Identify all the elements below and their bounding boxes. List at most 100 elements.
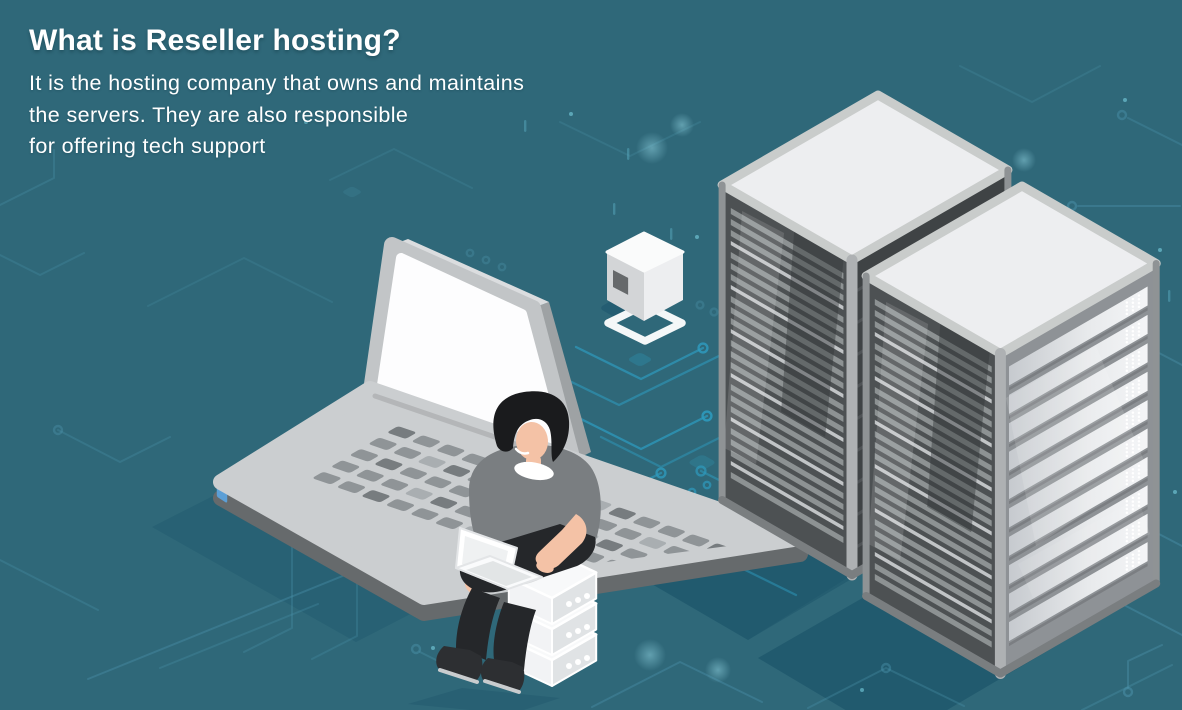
glass-sheen [868, 302, 929, 560]
lower-leg [493, 602, 536, 670]
glow-dot [670, 113, 694, 137]
slat [874, 497, 992, 571]
glass-sheen [724, 211, 785, 464]
slat [874, 530, 992, 604]
led-dot [1137, 561, 1141, 564]
slat [730, 329, 844, 398]
unit-gap [1009, 392, 1148, 476]
slat [874, 321, 992, 395]
unit-gap [1009, 506, 1148, 590]
key [313, 472, 341, 484]
slat [874, 574, 992, 648]
spark-dot [1158, 248, 1162, 252]
server-dot [575, 628, 581, 634]
server-dot [575, 597, 581, 603]
slat [730, 274, 844, 345]
led-dot [1125, 536, 1129, 539]
cube-platform-outline [604, 301, 686, 345]
slat [874, 519, 992, 593]
network-cube-icon [604, 231, 686, 345]
slat [730, 351, 844, 422]
key [418, 456, 446, 468]
unit-gap [1009, 421, 1148, 505]
led-dot [1137, 553, 1141, 557]
slat [874, 464, 992, 536]
led-dot [1131, 309, 1135, 312]
led-dot [1137, 549, 1141, 553]
unit-gap [1009, 563, 1148, 647]
tick-dash [613, 203, 616, 215]
circuit-node [695, 300, 705, 310]
slat [730, 406, 844, 477]
circuit-node [497, 262, 507, 272]
slat [730, 208, 844, 279]
led-dot [1125, 333, 1129, 336]
led-dot [1131, 496, 1135, 500]
led-dot [1137, 493, 1141, 496]
led-dot [1131, 553, 1135, 556]
key [405, 487, 433, 500]
slat [730, 450, 844, 521]
cube-right-face [644, 252, 683, 321]
led-dot [1131, 418, 1135, 422]
slat [730, 395, 844, 466]
key [356, 469, 384, 482]
server-unit [1009, 400, 1148, 500]
led-dot [1125, 341, 1129, 344]
key [332, 460, 360, 473]
key [411, 508, 439, 520]
slat [874, 475, 992, 549]
led-dot [1125, 560, 1129, 564]
led-dot [1131, 560, 1135, 564]
led-dot [1131, 305, 1135, 308]
slat [874, 365, 992, 439]
server-unit [1009, 428, 1148, 528]
slat [730, 428, 844, 499]
led-dot [1125, 511, 1129, 514]
led-dot [1125, 447, 1129, 450]
led-dot [1125, 450, 1129, 454]
led-dot [1125, 369, 1129, 372]
circuit-node [701, 410, 713, 422]
key [436, 517, 464, 529]
led-dot [1137, 298, 1141, 301]
unit-gap [1009, 307, 1148, 391]
glow-dot [634, 639, 666, 671]
led-dot [1125, 365, 1129, 369]
headline-block: What is Reseller hosting? It is the host… [29, 24, 524, 163]
slat [730, 472, 844, 543]
led-dot [1131, 479, 1135, 483]
led-dot [1125, 479, 1129, 482]
circuit-node [655, 467, 667, 479]
led-dot [1137, 532, 1141, 536]
led-dot [1131, 365, 1135, 369]
led-dot [1125, 422, 1129, 425]
led-dot [1125, 532, 1129, 535]
led-dot [1131, 358, 1135, 361]
spark-dot [431, 646, 435, 650]
glass-sheen [1018, 498, 1150, 600]
key [412, 435, 440, 448]
led-dot [1131, 301, 1135, 305]
led-dot [1131, 333, 1135, 337]
led-dot [1125, 454, 1129, 458]
slat [874, 552, 992, 624]
led-dot [1131, 337, 1135, 341]
led-dot [1131, 468, 1135, 471]
key [620, 548, 648, 561]
hair [493, 391, 570, 462]
server-unit [1009, 286, 1148, 386]
slat [874, 486, 992, 560]
led-dot [1137, 415, 1141, 418]
led-dot [1131, 382, 1135, 386]
slat [730, 318, 844, 389]
slat [874, 354, 992, 428]
server-unit [1009, 542, 1148, 642]
spark-dot [304, 120, 308, 124]
led-dot [1125, 312, 1129, 316]
led-dot [1137, 358, 1141, 362]
slat [730, 285, 844, 354]
led-dot [1131, 500, 1135, 503]
led-dot [1125, 507, 1129, 511]
slat [874, 431, 992, 505]
